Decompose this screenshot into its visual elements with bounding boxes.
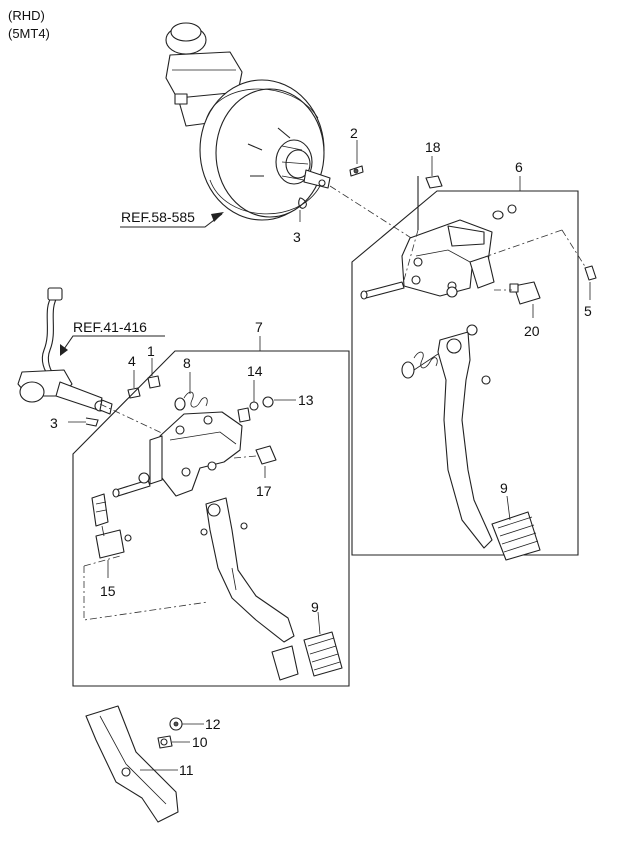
clutch-pedal-bracket — [149, 411, 243, 497]
washer-upper — [492, 210, 504, 220]
callout-14: 14 — [247, 363, 263, 379]
callout-8: 8 — [183, 355, 191, 371]
callout-3-upper: 3 — [293, 229, 301, 245]
part-3-clip-upper — [298, 197, 307, 209]
callout-10: 10 — [192, 734, 208, 750]
header-rhd: (RHD) — [8, 8, 45, 23]
callout-18: 18 — [425, 139, 441, 155]
part-20-switch — [509, 281, 541, 305]
callout-7: 7 — [255, 319, 263, 335]
part-11-bracket — [85, 705, 179, 823]
ref-booster-label: REF.58-585 — [121, 209, 195, 225]
callout-15: 15 — [100, 583, 116, 599]
callout-12: 12 — [205, 716, 221, 732]
part-14-bushing — [237, 407, 251, 423]
clutch-master-cylinder — [17, 287, 113, 415]
clutch-pedal-arm — [200, 497, 295, 643]
part-12-nut — [169, 717, 183, 731]
callout-6: 6 — [515, 159, 523, 175]
callout-4: 4 — [128, 353, 136, 369]
callout-1: 1 — [147, 343, 155, 359]
ref-clutch-leader — [61, 335, 165, 353]
brake-booster-assembly — [165, 22, 331, 221]
part-2-bolt — [349, 165, 364, 177]
part-17-switch — [255, 445, 277, 465]
callout-5: 5 — [584, 303, 592, 319]
part-9-pedal-pad-upper — [491, 511, 541, 561]
part-8-spring — [174, 391, 208, 411]
upper-pedal-bracket — [401, 219, 495, 297]
booster-to-bracket-line — [329, 185, 431, 251]
box-7-outline — [72, 350, 350, 687]
header-transmission: (5MT4) — [8, 26, 50, 41]
callout-13: 13 — [298, 392, 314, 408]
ref-booster-arrow — [211, 212, 224, 222]
part-3-clip-lower — [85, 417, 99, 427]
bracket-nut — [446, 286, 458, 298]
box-6-outline — [351, 190, 579, 556]
pivot-pin-upper — [363, 281, 405, 299]
return-spring-upper — [401, 351, 439, 379]
ref-clutch-label: REF.41-416 — [73, 319, 147, 335]
part-15-switch — [91, 493, 132, 559]
callout-17: 17 — [256, 483, 272, 499]
part-9-pedal-pad-lower — [271, 631, 343, 681]
part-5-bolt — [584, 265, 597, 281]
brake-pedal-arm — [437, 324, 493, 549]
callout-9-upper: 9 — [500, 480, 508, 496]
callout-2: 2 — [350, 125, 358, 141]
part-13-nut — [262, 396, 274, 408]
part-1-bolt — [147, 375, 161, 389]
part-18-nut — [403, 175, 443, 281]
callout-11: 11 — [179, 762, 194, 778]
part-10-bolt — [157, 735, 173, 749]
callout-3-lower: 3 — [50, 415, 58, 431]
callout-9-lower: 9 — [311, 599, 319, 615]
callout-20: 20 — [524, 323, 540, 339]
